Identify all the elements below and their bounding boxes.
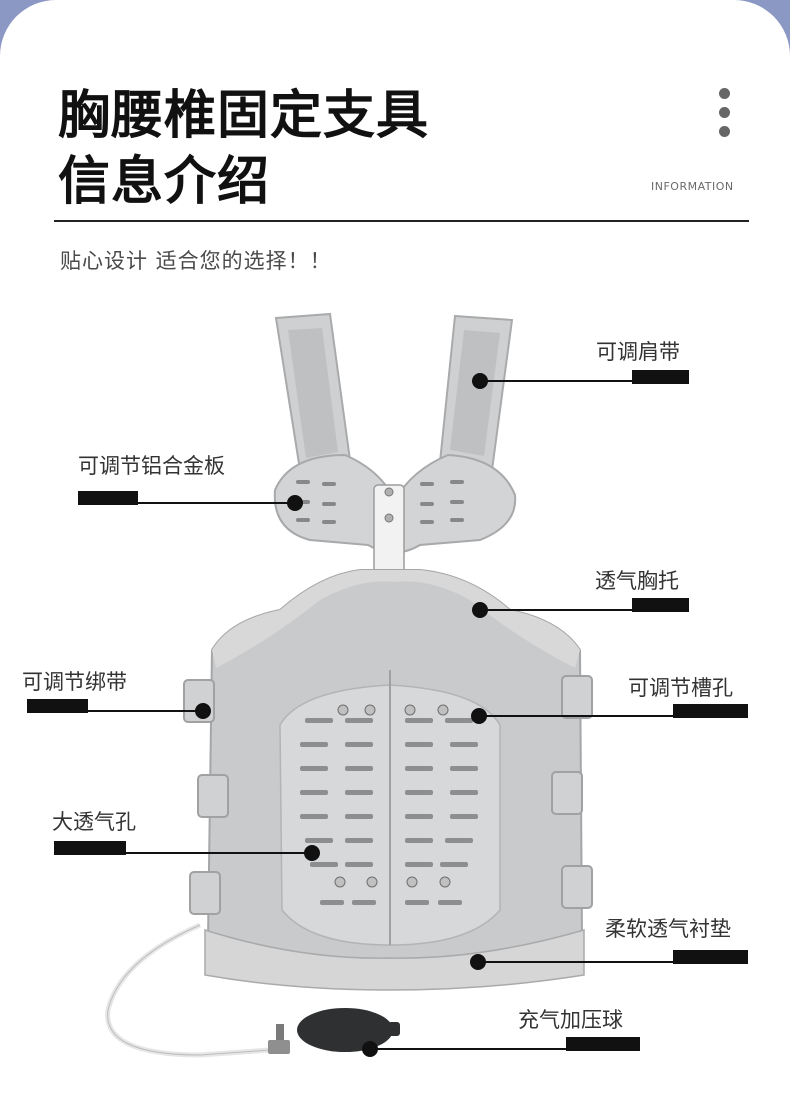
page-title-line-1: 胸腰椎固定支具 [58, 86, 430, 146]
label-pump-ball: 充气加压球 [518, 1008, 623, 1032]
tag-bar-slot [673, 704, 748, 718]
tag-bar-chest-support [632, 598, 689, 612]
header-divider [54, 220, 749, 222]
page-title-line-2: 信息介绍 [58, 152, 271, 212]
more-vertical-icon [719, 88, 731, 138]
tag-bar-pump-ball [566, 1037, 640, 1051]
label-vent-holes: 大透气孔 [52, 810, 136, 834]
brace-illustration [105, 312, 593, 1058]
label-pad: 柔软透气衬垫 [605, 917, 731, 941]
label-chest-support: 透气胸托 [595, 569, 679, 593]
label-shoulder-strap: 可调肩带 [596, 340, 680, 364]
subtitle: 贴心设计 适合您的选择！！ [60, 249, 332, 273]
label-slot: 可调节槽孔 [628, 676, 733, 700]
tag-bar-shoulder-strap [632, 370, 689, 384]
tag-bar-vent-holes [54, 841, 126, 855]
tag-bar-aluminum-plate [78, 491, 138, 505]
tag-bar-pad [673, 950, 748, 964]
section-tag: INFORMATION [651, 180, 734, 193]
brace-body [204, 569, 585, 991]
label-strap: 可调节绑带 [22, 670, 127, 694]
label-aluminum-plate: 可调节铝合金板 [78, 454, 225, 478]
shoulder-strap-right [438, 314, 514, 472]
shoulder-strap-left [274, 312, 352, 472]
tag-bar-strap [27, 699, 88, 713]
